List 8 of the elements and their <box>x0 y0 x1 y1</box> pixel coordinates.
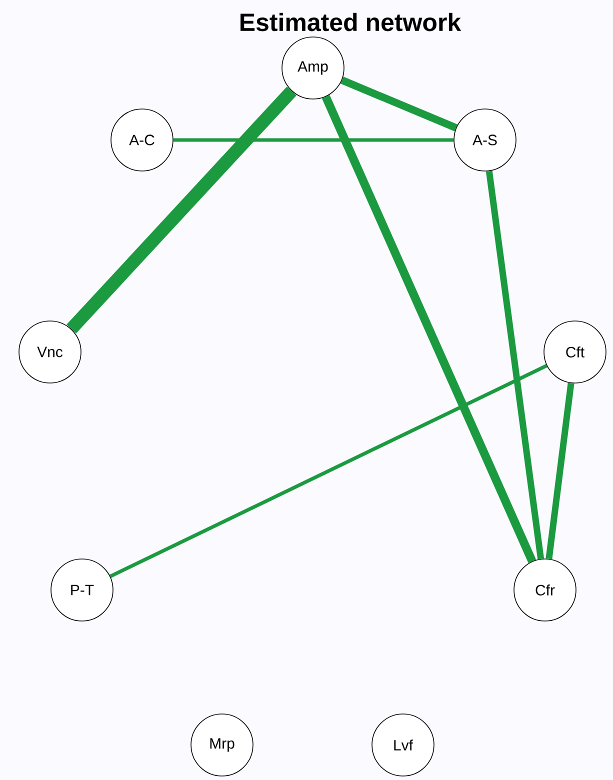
edge-line <box>322 94 536 564</box>
edge-line <box>486 170 544 560</box>
edge-line <box>109 364 548 578</box>
edge-line <box>546 382 574 560</box>
edge-line <box>66 86 296 334</box>
edge-line <box>340 76 458 132</box>
edge-line <box>173 138 454 142</box>
title: Estimated network <box>240 12 462 32</box>
